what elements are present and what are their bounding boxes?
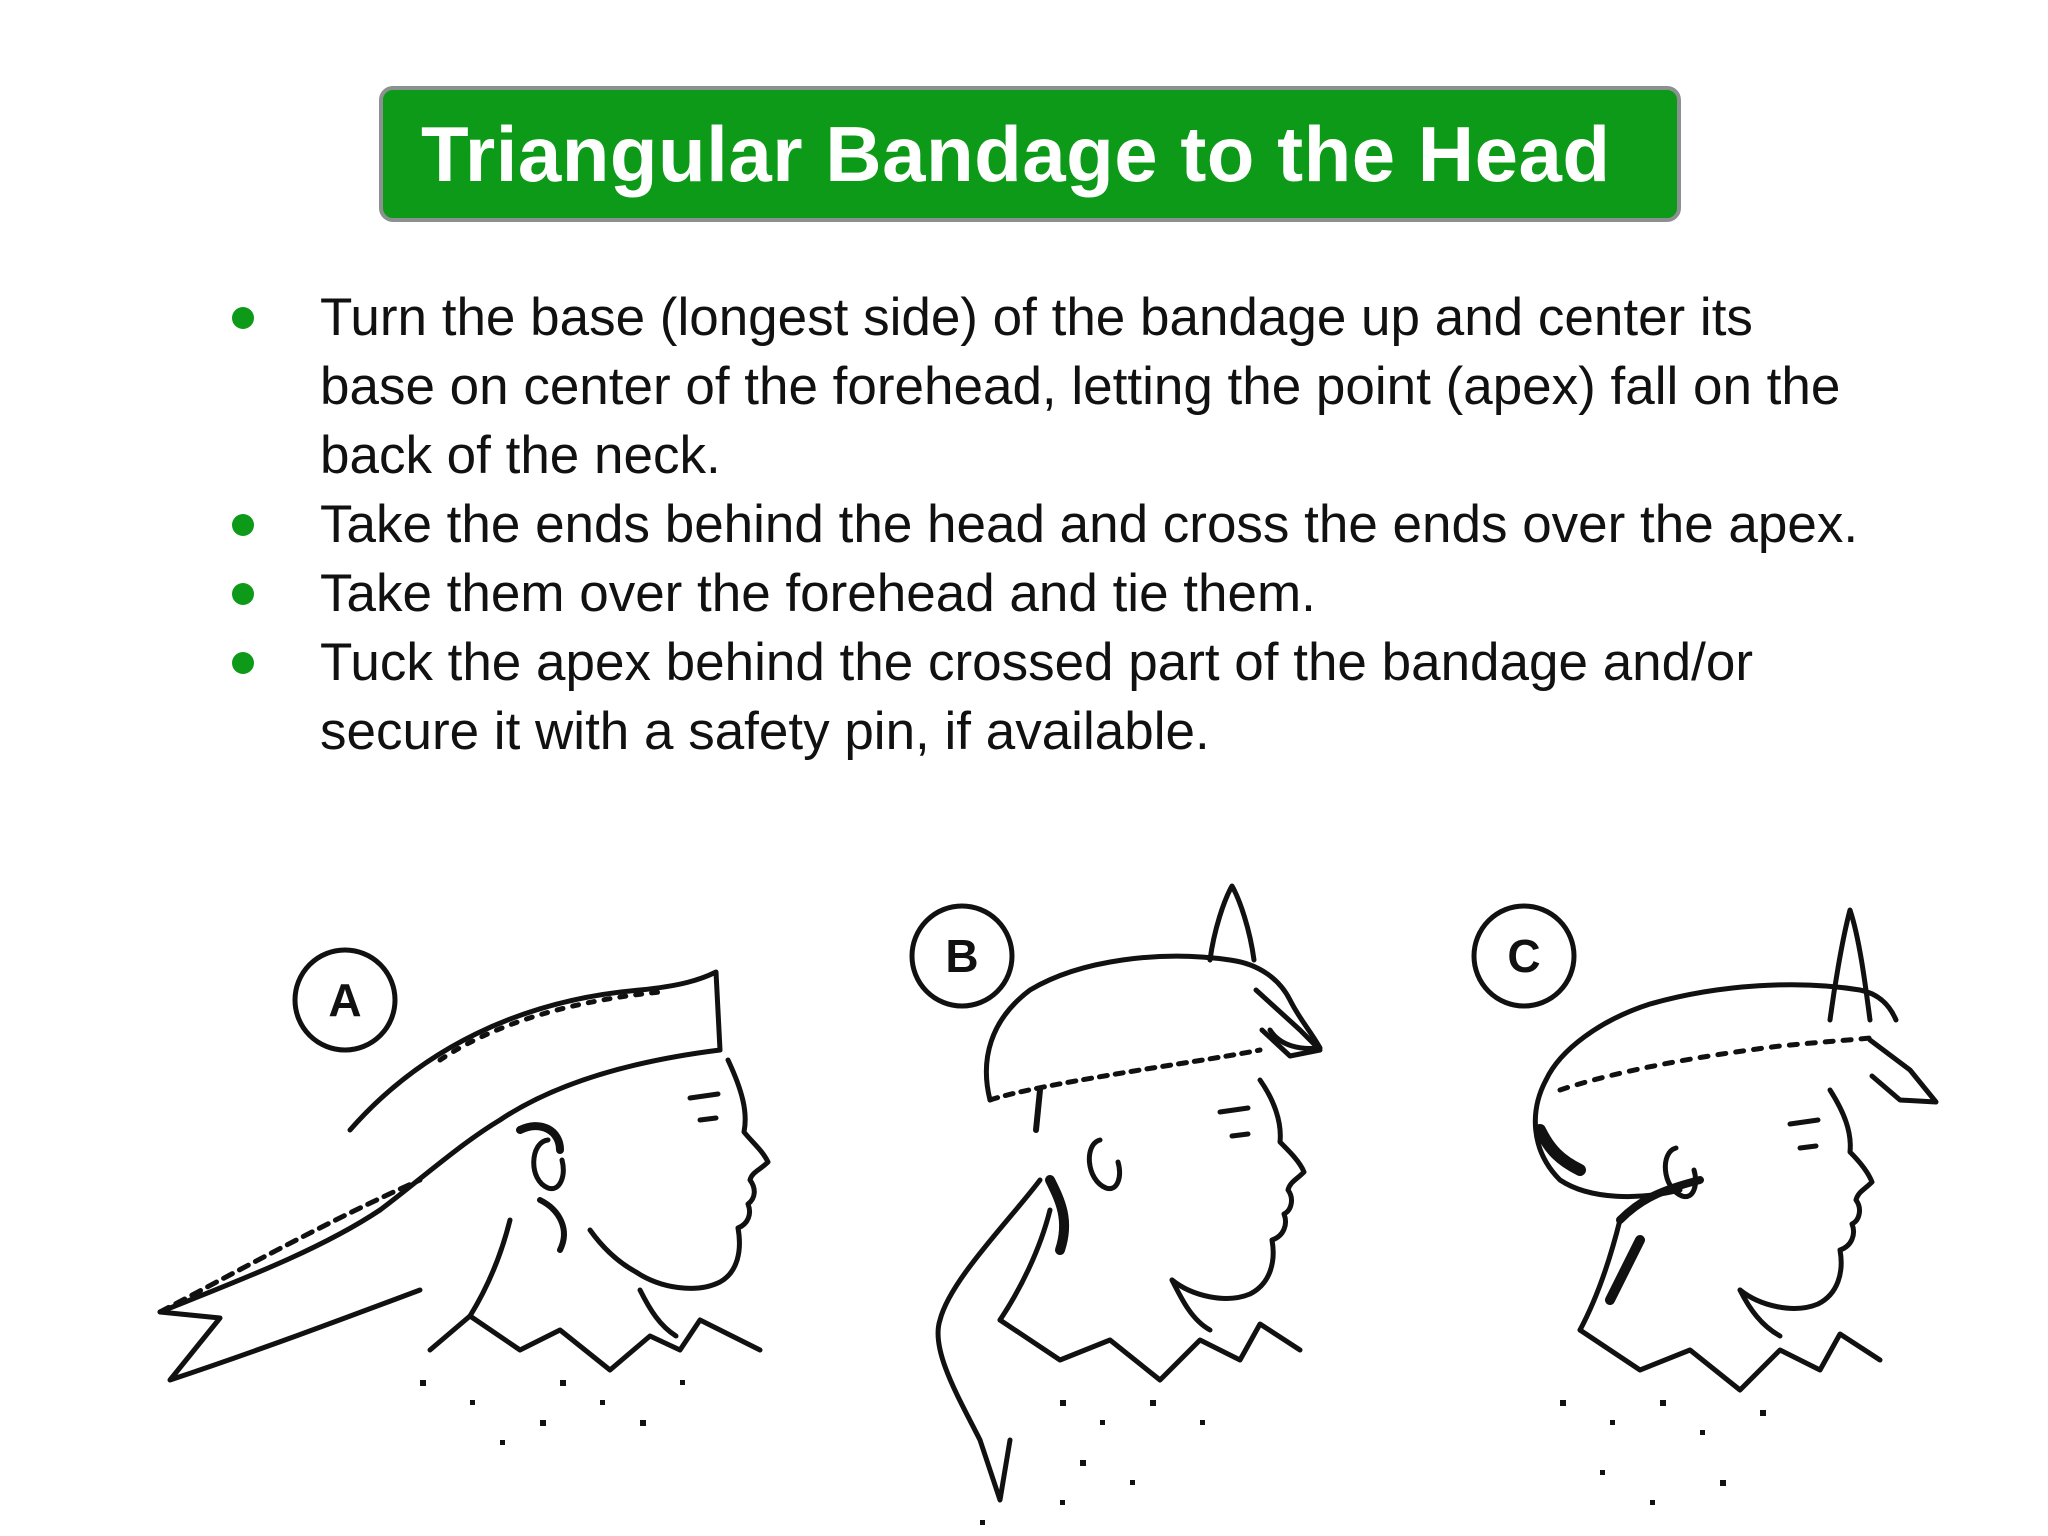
figure-a-head xyxy=(427,1057,771,1373)
figure-c-label: C xyxy=(1507,930,1540,982)
figure-c-bandage xyxy=(1532,907,1939,1305)
illustration-canvas: A xyxy=(157,883,1939,1525)
figure-b-bandage xyxy=(935,883,1323,1503)
figure-c-stipple xyxy=(1560,1400,1766,1505)
list-item-text: Turn the base (longest side) of the band… xyxy=(320,288,1841,485)
figure-b: B xyxy=(909,883,1323,1525)
list-item: Tuck the apex behind the crossed part of… xyxy=(228,628,1868,766)
bullet-icon xyxy=(232,652,254,674)
page-title: Triangular Bandage to the Head xyxy=(421,109,1611,198)
bandage-illustrations: A xyxy=(0,880,2048,1536)
bullet-icon xyxy=(232,307,254,329)
list-item-text: Take the ends behind the head and cross … xyxy=(320,495,1859,554)
figure-a-bandage xyxy=(157,969,723,1383)
list-item: Take them over the forehead and tie them… xyxy=(228,559,1868,628)
title-banner: Triangular Bandage to the Head xyxy=(379,86,1681,222)
figure-c-head xyxy=(1577,1087,1883,1393)
list-item: Take the ends behind the head and cross … xyxy=(228,490,1868,559)
list-item-text: Take them over the forehead and tie them… xyxy=(320,564,1316,623)
list-item-text: Tuck the apex behind the crossed part of… xyxy=(320,633,1753,761)
figure-a-stipple xyxy=(420,1380,685,1445)
list-item: Turn the base (longest side) of the band… xyxy=(228,283,1868,490)
figure-c-marker: C xyxy=(1471,903,1577,1009)
instruction-list: Turn the base (longest side) of the band… xyxy=(228,283,1868,766)
bullet-icon xyxy=(232,514,254,536)
figure-b-marker: B xyxy=(909,903,1015,1009)
figure-b-stipple xyxy=(980,1400,1205,1525)
figure-a: A xyxy=(157,947,771,1445)
figure-b-head xyxy=(997,1077,1307,1383)
figure-a-marker: A xyxy=(292,947,398,1053)
bullet-icon xyxy=(232,583,254,605)
figure-b-label: B xyxy=(945,930,978,982)
figure-c: C xyxy=(1471,903,1939,1505)
figure-a-label: A xyxy=(328,974,361,1026)
